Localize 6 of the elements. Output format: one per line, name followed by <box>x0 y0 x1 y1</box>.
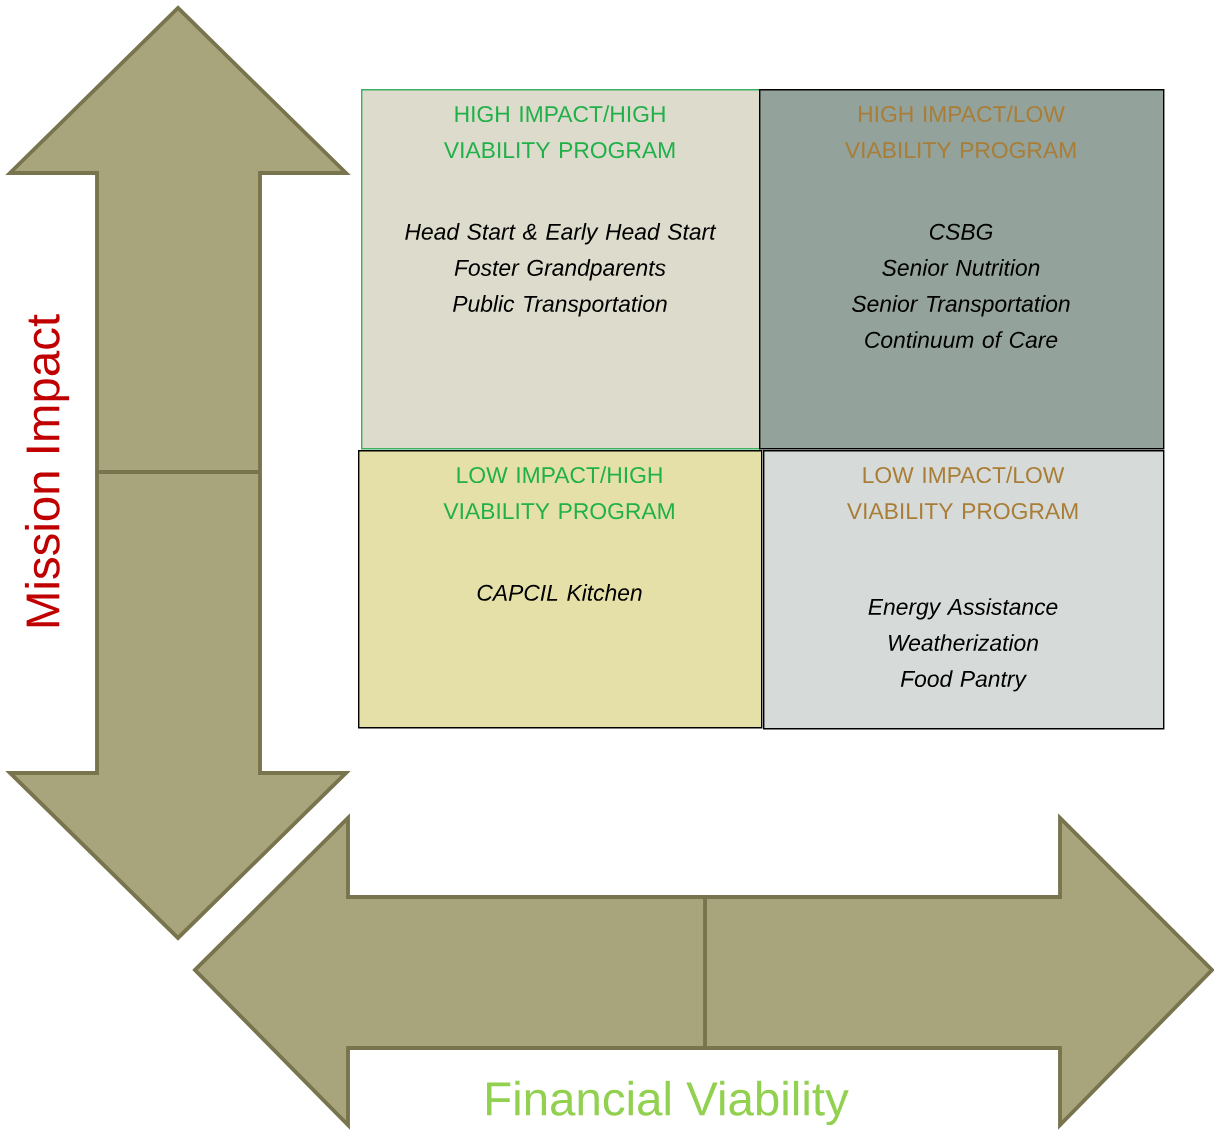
quadrant-box: HIGH IMPACT/HIGH VIABILITY PROGRAM Head Start & Early Head Start Foster Grandparents Public Transportation <box>361 89 761 450</box>
quadrant-box: LOW IMPACT/LOW VIABILITY PROGRAM Energy Assistance Weatherization Food Pantry <box>763 450 1165 730</box>
quadrant-box: HIGH IMPACT/LOW VIABILITY PROGRAM CSBG Senior Nutrition Senior Transportation Continuum of Care <box>759 89 1165 450</box>
axis-label: Financial Viability <box>487 1080 849 1126</box>
quadrant-box: LOW IMPACT/HIGH VIABILITY PROGRAM CAPCIL Kitchen <box>358 450 763 729</box>
axis-label: Mission Impact <box>24 314 70 627</box>
